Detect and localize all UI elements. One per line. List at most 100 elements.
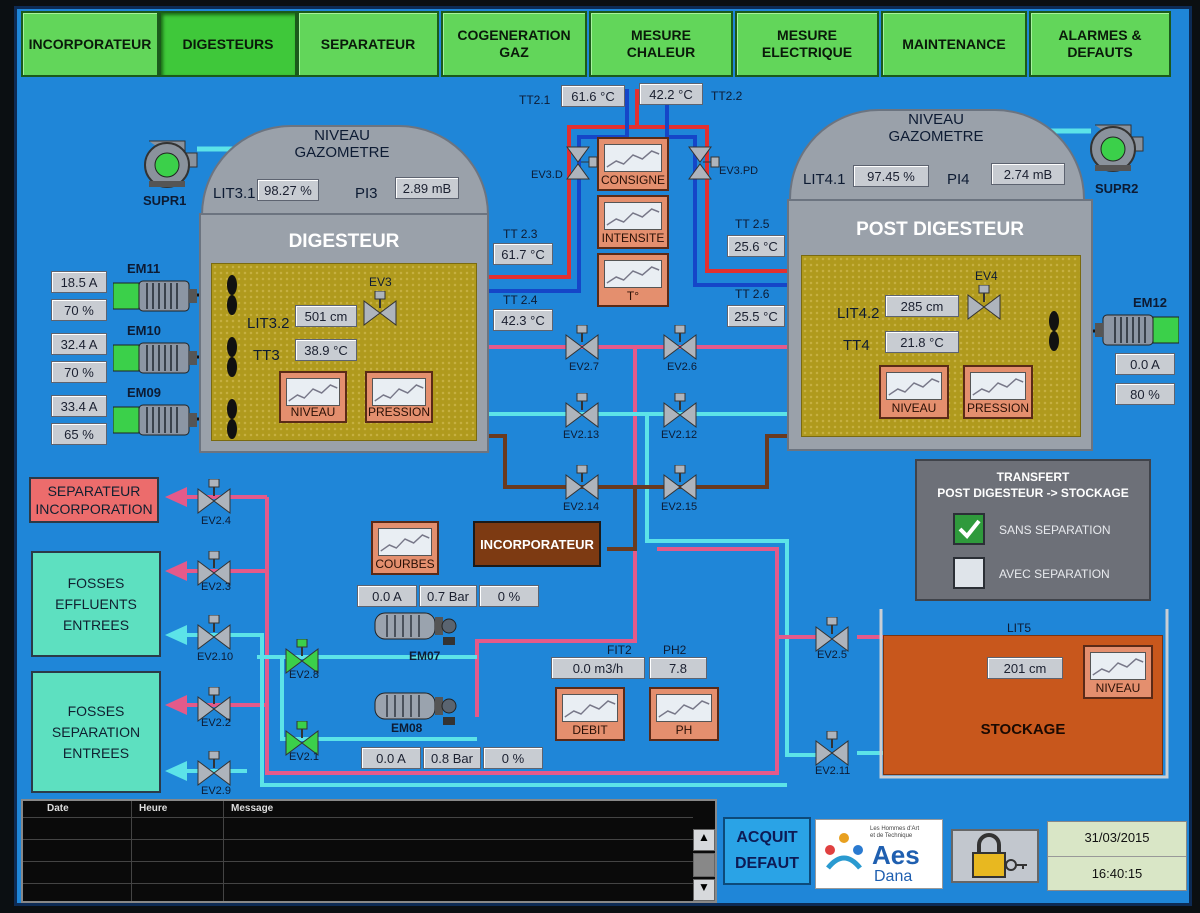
ev3pd-valve-icon[interactable] bbox=[683, 145, 720, 181]
tt21-label: TT2.1 bbox=[519, 93, 551, 107]
trend-icon bbox=[286, 378, 340, 406]
ev3d-valve-icon[interactable] bbox=[561, 145, 598, 181]
ev215-valve-icon[interactable] bbox=[663, 464, 697, 501]
ev26-valve-icon[interactable] bbox=[663, 324, 697, 361]
em11-motor-icon[interactable] bbox=[112, 279, 197, 318]
ev215-label: EV2.15 bbox=[661, 501, 698, 513]
nav-cogeneration-gaz[interactable]: COGENERATION GAZ bbox=[441, 11, 587, 77]
fosses-separation-box[interactable]: FOSSES SEPARATION ENTREES bbox=[31, 671, 161, 793]
arrow-fosses-effluents bbox=[165, 625, 187, 645]
fosses-effluents-box[interactable]: FOSSES EFFLUENTS ENTREES bbox=[31, 551, 161, 657]
ev214-label: EV2.14 bbox=[563, 501, 600, 513]
post-pression-label: PRESSION bbox=[966, 401, 1029, 415]
em08-pressure: 0.8 Bar bbox=[423, 747, 481, 769]
nav-mesure-chaleur[interactable]: MESURE CHALEUR bbox=[589, 11, 733, 77]
nav-digesteurs[interactable]: DIGESTEURS bbox=[159, 11, 297, 77]
ph-label: PH bbox=[675, 723, 693, 737]
scroll-up-icon[interactable]: ▲ bbox=[693, 829, 715, 851]
ev214-valve-icon[interactable] bbox=[565, 464, 599, 501]
intensite-button[interactable]: INTENSITE bbox=[597, 195, 669, 249]
ev3-label: EV3 bbox=[369, 275, 392, 289]
debit-button[interactable]: DEBIT bbox=[555, 687, 625, 741]
ev29-label: EV2.9 bbox=[201, 785, 231, 797]
lit41-label: LIT4.1 bbox=[803, 171, 846, 188]
fit2-value: 0.0 m3/h bbox=[551, 657, 645, 679]
arrow-ev23 bbox=[165, 561, 187, 581]
em08-current: 0.0 A bbox=[361, 747, 421, 769]
logo-dana: Dana bbox=[874, 868, 913, 885]
temperature-label: T° bbox=[626, 289, 640, 303]
post-gazometre-label: NIVEAU GAZOMETRE bbox=[888, 111, 984, 145]
em09-motor-icon[interactable] bbox=[112, 403, 197, 442]
courbes-button[interactable]: COURBES bbox=[371, 521, 439, 575]
ev28-label: EV2.8 bbox=[289, 669, 319, 681]
ev23-label: EV2.3 bbox=[201, 581, 231, 593]
acquit-defaut-button[interactable]: ACQUIT DEFAUT bbox=[723, 817, 811, 885]
sans-separation-checkbox[interactable] bbox=[953, 513, 985, 545]
em07-pump-icon[interactable] bbox=[373, 609, 457, 654]
stockage-niveau-button[interactable]: NIVEAU bbox=[1083, 645, 1153, 699]
tt22-value: 42.2 °C bbox=[639, 83, 703, 105]
ev23-valve-icon[interactable] bbox=[197, 550, 231, 587]
scrollbar-track[interactable] bbox=[693, 853, 715, 877]
incorporateur-box[interactable]: INCORPORATEUR bbox=[473, 521, 601, 567]
post-pression-button[interactable]: PRESSION bbox=[963, 365, 1033, 419]
ev21-valve-icon[interactable] bbox=[285, 720, 319, 757]
ev28-valve-icon[interactable] bbox=[285, 638, 319, 675]
consigne-button[interactable]: CONSIGNE bbox=[597, 137, 669, 191]
temperature-button[interactable]: T° bbox=[597, 253, 669, 307]
ev4-valve-icon[interactable] bbox=[967, 284, 1001, 321]
ev213-valve-icon[interactable] bbox=[565, 392, 599, 429]
ev29-valve-icon[interactable] bbox=[197, 750, 231, 787]
em12-motor-icon[interactable] bbox=[1095, 313, 1180, 352]
alarm-col-heure: Heure bbox=[139, 803, 168, 814]
digesteur-niveau-button[interactable]: NIVEAU bbox=[279, 371, 347, 423]
post-niveau-button[interactable]: NIVEAU bbox=[879, 365, 949, 419]
scroll-down-icon[interactable]: ▼ bbox=[693, 879, 715, 901]
ev24-valve-icon[interactable] bbox=[197, 478, 231, 515]
em08-pump-icon[interactable] bbox=[373, 689, 457, 734]
ev3-valve-icon[interactable] bbox=[363, 290, 397, 327]
digesteur-pression-button[interactable]: PRESSION bbox=[365, 371, 433, 423]
ev212-valve-icon[interactable] bbox=[663, 392, 697, 429]
em10-motor-icon[interactable] bbox=[112, 341, 197, 380]
nav-mesure-electrique[interactable]: MESURE ELECTRIQUE bbox=[735, 11, 879, 77]
pi3-value: 2.89 mB bbox=[395, 177, 459, 199]
supr2-blower-icon[interactable] bbox=[1087, 121, 1149, 178]
tt24-value: 42.3 °C bbox=[493, 309, 553, 331]
separateur-incorporation-box[interactable]: SEPARATEUR INCORPORATION bbox=[29, 477, 159, 523]
ev27-valve-icon[interactable] bbox=[565, 324, 599, 361]
alarm-row bbox=[23, 883, 693, 884]
nav-separateur[interactable]: SEPARATEUR bbox=[297, 11, 439, 77]
alarm-divider bbox=[223, 801, 224, 901]
em07-current: 0.0 A bbox=[357, 585, 417, 607]
intensite-label: INTENSITE bbox=[601, 231, 665, 245]
tt3-value: 38.9 °C bbox=[295, 339, 357, 361]
transfert-panel: TRANSFERT POST DIGESTEUR -> STOCKAGE SAN… bbox=[915, 459, 1151, 601]
motor-percent: 70 % bbox=[51, 299, 107, 321]
nav-alarmes-defauts[interactable]: ALARMES & DEFAUTS bbox=[1029, 11, 1171, 77]
fit2-label: FIT2 bbox=[607, 643, 632, 657]
ev27-label: EV2.7 bbox=[569, 361, 599, 373]
em12-label: EM12 bbox=[1133, 295, 1167, 310]
ev25-valve-icon[interactable] bbox=[815, 616, 849, 653]
tt21-value: 61.6 °C bbox=[561, 85, 625, 107]
ph-button[interactable]: PH bbox=[649, 687, 719, 741]
em08-percent: 0 % bbox=[483, 747, 543, 769]
ev210-valve-icon[interactable] bbox=[197, 614, 231, 651]
supr1-blower-icon[interactable] bbox=[141, 137, 203, 194]
tt4-label: TT4 bbox=[843, 337, 870, 354]
ev22-valve-icon[interactable] bbox=[197, 686, 231, 723]
tt22-label: TT2.2 bbox=[711, 89, 743, 103]
pipe-cyan-down bbox=[645, 414, 817, 757]
nav-maintenance[interactable]: MAINTENANCE bbox=[881, 11, 1027, 77]
nav-incorporateur[interactable]: INCORPORATEUR bbox=[21, 11, 159, 77]
ph2-label: PH2 bbox=[663, 643, 687, 657]
ev211-valve-icon[interactable] bbox=[815, 730, 849, 767]
lit41-value: 97.45 % bbox=[853, 165, 929, 187]
lock-button[interactable] bbox=[951, 829, 1039, 883]
ev212-label: EV2.12 bbox=[661, 429, 698, 441]
date-display: 31/03/2015 bbox=[1084, 830, 1150, 845]
avec-separation-checkbox[interactable] bbox=[953, 557, 985, 589]
